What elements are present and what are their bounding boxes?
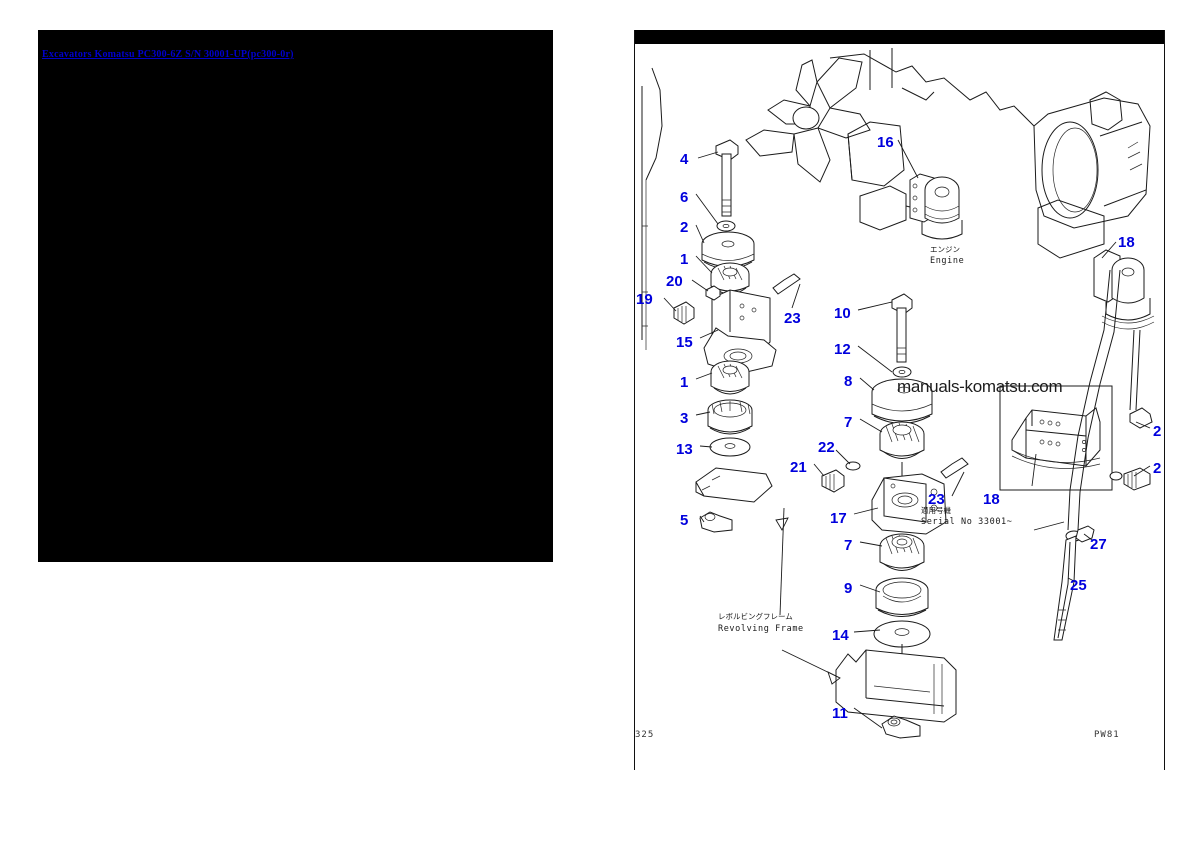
serial-note-en: Serial No 33001~ — [921, 517, 1013, 527]
center-parts-stack-art — [822, 294, 968, 738]
callout-27[interactable]: 27 — [1090, 536, 1107, 553]
callout-6[interactable]: 6 — [680, 189, 689, 206]
page-number: 325 — [635, 730, 655, 740]
callout-17[interactable]: 17 — [830, 510, 847, 527]
preview-placeholder-panel: Excavators Komatsu PC300-6Z S/N 30001-UP… — [38, 30, 553, 562]
parts-diagram: 4 6 2 1 20 19 15 23 1 3 13 5 16 18 10 12… — [634, 30, 1165, 770]
callout-23-a[interactable]: 23 — [784, 310, 801, 327]
diagram-top-bar — [634, 30, 1165, 44]
callout-2-a[interactable]: 2 — [680, 219, 689, 236]
engine-label-en: Engine — [930, 256, 965, 266]
part-16-art — [910, 174, 962, 239]
callout-9[interactable]: 9 — [844, 580, 853, 597]
diagram-frame-border — [634, 30, 1165, 770]
form-code: PW81 — [1094, 730, 1120, 740]
callout-21[interactable]: 21 — [790, 459, 807, 476]
callout-18-b[interactable]: 18 — [983, 491, 1000, 508]
detail-inset-18-art — [1000, 386, 1112, 490]
revolving-frame-label-en: Revolving Frame — [718, 624, 804, 634]
left-parts-stack-art — [674, 140, 800, 532]
callout-16[interactable]: 16 — [877, 134, 894, 151]
callout-25[interactable]: 25 — [1070, 577, 1087, 594]
callout-5[interactable]: 5 — [680, 512, 689, 529]
catalog-title-link[interactable]: Excavators Komatsu PC300-6Z S/N 30001-UP… — [42, 49, 294, 60]
callout-8[interactable]: 8 — [844, 373, 853, 390]
callout-7-a[interactable]: 7 — [844, 414, 853, 431]
callout-1-b[interactable]: 1 — [680, 374, 689, 391]
leader-lines — [664, 140, 1150, 728]
callout-3[interactable]: 3 — [680, 410, 689, 427]
callout-2-c[interactable]: 2 — [1153, 460, 1162, 477]
revolving-frame-label-jp: レボルビングフレーム — [718, 612, 793, 621]
callout-22[interactable]: 22 — [818, 439, 835, 456]
callout-1-a[interactable]: 1 — [680, 251, 689, 268]
callout-14[interactable]: 14 — [832, 627, 849, 644]
callout-11[interactable]: 11 — [832, 705, 848, 722]
right-rods-art — [1054, 270, 1152, 640]
callout-19[interactable]: 19 — [636, 291, 653, 308]
callout-2-b[interactable]: 2 — [1153, 423, 1162, 440]
callout-7-b[interactable]: 7 — [844, 537, 853, 554]
callout-18-a[interactable]: 18 — [1118, 234, 1135, 251]
callout-4[interactable]: 4 — [680, 151, 689, 168]
part-18-upper-art — [1094, 250, 1154, 329]
serial-note-jp: 適用号機 — [921, 506, 951, 515]
callout-20[interactable]: 20 — [666, 273, 683, 290]
callout-10[interactable]: 10 — [834, 305, 851, 322]
diagram-artwork — [634, 30, 1165, 770]
callout-23-b[interactable]: 23 — [928, 491, 945, 508]
callout-13[interactable]: 13 — [676, 441, 693, 458]
engine-label-jp: エンジン — [930, 245, 960, 254]
callout-12[interactable]: 12 — [834, 341, 851, 358]
engine-assembly-art — [642, 48, 1150, 350]
callout-15[interactable]: 15 — [676, 334, 693, 351]
